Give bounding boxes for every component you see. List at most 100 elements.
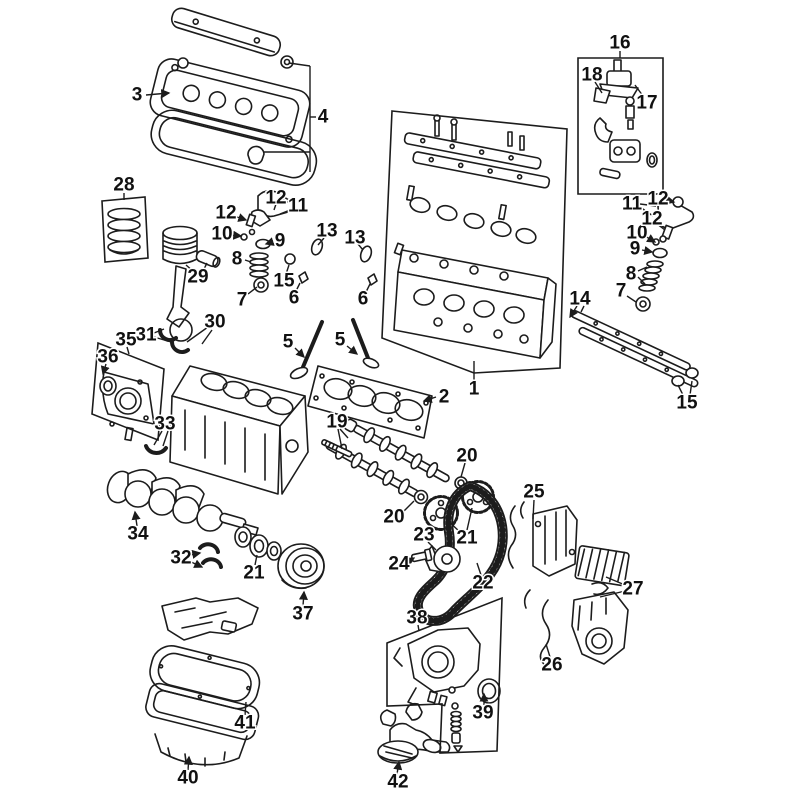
rocker-shafts	[565, 310, 704, 388]
part-label-13: 13	[344, 228, 365, 249]
leader-line-18	[594, 81, 603, 94]
part-label-30: 30	[204, 312, 225, 333]
leader-line-21	[466, 507, 473, 531]
head-rocker-row	[407, 186, 538, 246]
connecting-rod	[167, 266, 192, 341]
leader-line-31	[153, 336, 172, 343]
leader-line-26	[545, 643, 551, 658]
part-label-17: 17	[636, 93, 657, 114]
part-label-7: 7	[616, 281, 627, 302]
leader-line-34	[131, 510, 141, 527]
leader-line-9	[641, 246, 654, 255]
part-label-5: 5	[335, 330, 346, 351]
leader-line-21	[254, 554, 258, 566]
leader-line-32	[188, 549, 202, 559]
leader-line-2	[422, 394, 437, 403]
oil-baffle-plate	[162, 598, 258, 640]
leader-line-30	[201, 329, 213, 345]
part-label-4: 4	[318, 107, 329, 128]
pickup-strainer	[378, 741, 418, 763]
part-label-18: 18	[581, 65, 602, 86]
leader-line-12	[665, 195, 676, 205]
leader-lines	[100, 51, 693, 775]
leader-line-33	[153, 430, 163, 446]
oil-pump-oring	[478, 679, 500, 703]
part-label-2: 2	[439, 387, 450, 408]
cylinder-bore	[221, 379, 250, 401]
oil-pump	[394, 628, 480, 706]
piston-pin	[195, 249, 221, 268]
leader-line-29	[202, 262, 208, 272]
leader-line-24	[405, 557, 416, 566]
leader-line-13	[317, 237, 325, 246]
crank-thrust-washers	[235, 527, 281, 560]
part-label-39: 39	[472, 703, 493, 724]
part-label-8: 8	[626, 264, 637, 285]
part-label-13: 13	[316, 221, 337, 242]
leader-line-6	[365, 283, 371, 293]
part-label-38: 38	[406, 608, 427, 629]
part-label-28: 28	[113, 175, 134, 196]
part-label-40: 40	[177, 768, 198, 789]
part-label-12: 12	[215, 203, 236, 224]
leader-line-20	[401, 500, 415, 514]
leader-line-9	[264, 237, 275, 246]
leader-line-13	[357, 243, 364, 251]
leader-line-7	[626, 295, 637, 303]
part-label-23: 23	[413, 525, 434, 546]
part-label-16: 16	[609, 33, 630, 54]
leader-line-14	[580, 305, 585, 313]
shaft-collar	[672, 376, 684, 386]
leader-line-37	[298, 590, 308, 607]
leader-line-15	[285, 264, 290, 275]
leader-line-3	[145, 89, 171, 99]
leader-line-11	[639, 203, 657, 207]
leader-line-8	[637, 276, 646, 285]
leader-line-22	[476, 562, 482, 576]
leader-line-12	[273, 203, 277, 211]
leader-line-15	[677, 384, 684, 396]
leader-line-10	[644, 234, 657, 243]
box-oil-seal-group	[91, 341, 165, 442]
leader-line-12	[656, 223, 666, 231]
leader-line-14	[569, 305, 578, 319]
part-label-7: 7	[237, 290, 248, 311]
box-oil-pump-group	[386, 596, 503, 754]
valve-cover	[147, 56, 312, 150]
part-label-27: 27	[622, 579, 643, 600]
timing-back-plate	[575, 545, 630, 585]
part-label-24: 24	[388, 554, 410, 575]
part-label-10: 10	[211, 224, 232, 245]
leader-line-7	[247, 286, 258, 295]
part-label-35: 35	[115, 330, 137, 351]
leader-line-6	[295, 282, 301, 292]
crankshaft-pulley	[278, 544, 324, 588]
part-label-5: 5	[283, 332, 294, 353]
leader-line-15	[689, 380, 693, 396]
part-label-21: 21	[456, 528, 478, 549]
leader-line-27	[599, 590, 626, 598]
part-label-8: 8	[232, 249, 243, 270]
piston-rings	[108, 209, 140, 255]
engine-block	[170, 366, 308, 494]
head-gasket	[308, 366, 432, 438]
valve-spring-left	[250, 253, 268, 292]
part-label-31: 31	[135, 325, 157, 346]
group-boxes	[91, 57, 664, 754]
part-label-22: 22	[472, 573, 493, 594]
valve-guide	[359, 245, 373, 263]
valve-cap	[673, 197, 683, 207]
leader-line-40	[183, 755, 193, 771]
part-label-14: 14	[569, 289, 591, 310]
leader-line-11	[280, 198, 291, 204]
spark-plug-cover	[170, 6, 283, 58]
leader-line-23	[427, 541, 437, 551]
part-label-3: 3	[132, 85, 143, 106]
leader-line-5	[346, 345, 359, 355]
leader-line-10	[229, 230, 243, 240]
part-label-12: 12	[265, 188, 286, 209]
valve-spring-right	[636, 261, 663, 311]
part-label-1: 1	[469, 379, 480, 400]
leader-line-19	[339, 428, 349, 439]
